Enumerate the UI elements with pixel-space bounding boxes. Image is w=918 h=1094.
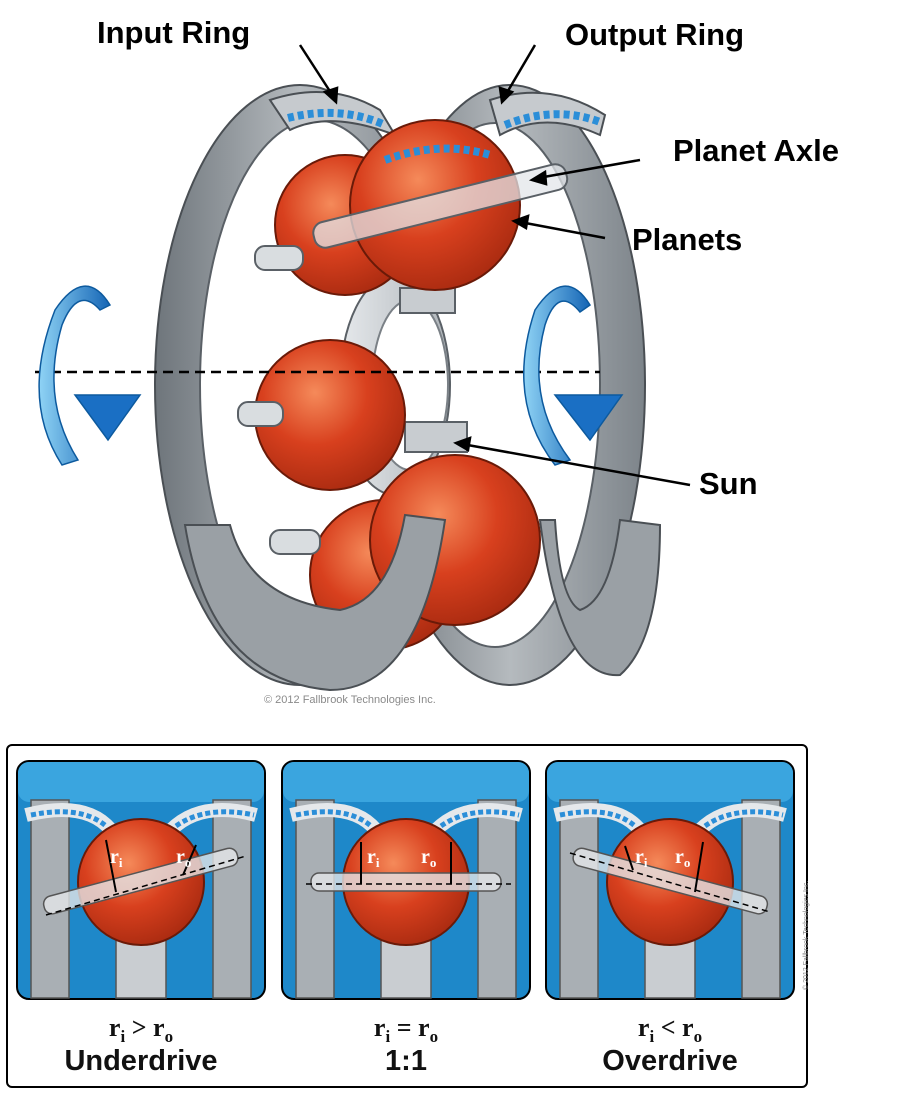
planets-label: Planets xyxy=(632,222,743,257)
sun-label: Sun xyxy=(699,466,758,501)
planet-axles xyxy=(237,144,569,555)
vertical-copyright: © 2012 Fallbrook Technologies Inc. xyxy=(803,880,810,990)
planet-axle-label: Planet Axle xyxy=(673,133,839,168)
one-to-one-panel: ri ro xyxy=(281,760,531,1000)
output-ring-front-cutaway xyxy=(538,518,662,677)
overdrive-panel: ri ro xyxy=(545,760,795,1000)
output-ring-label: Output Ring xyxy=(565,17,745,52)
underdrive-formula: ri > ro xyxy=(108,1013,174,1047)
overdrive-formula: ri < ro xyxy=(637,1013,703,1047)
left-rotation-arrow-icon xyxy=(38,285,142,466)
one-to-one-formula: ri = ro xyxy=(373,1013,439,1047)
cvt-diagram xyxy=(35,44,691,692)
underdrive-label: Underdrive xyxy=(64,1045,218,1077)
overdrive-label: Overdrive xyxy=(602,1045,738,1077)
input-ring-label: Input Ring xyxy=(97,15,251,50)
input-ring-front-cutaway xyxy=(183,513,447,692)
copyright-text: © 2012 Fallbrook Technologies Inc. xyxy=(264,694,436,706)
leader-lines xyxy=(298,44,691,487)
one-to-one-label: 1:1 xyxy=(385,1045,427,1077)
right-rotation-arrow-icon xyxy=(523,285,624,466)
underdrive-panel: ri ro xyxy=(16,760,266,1000)
